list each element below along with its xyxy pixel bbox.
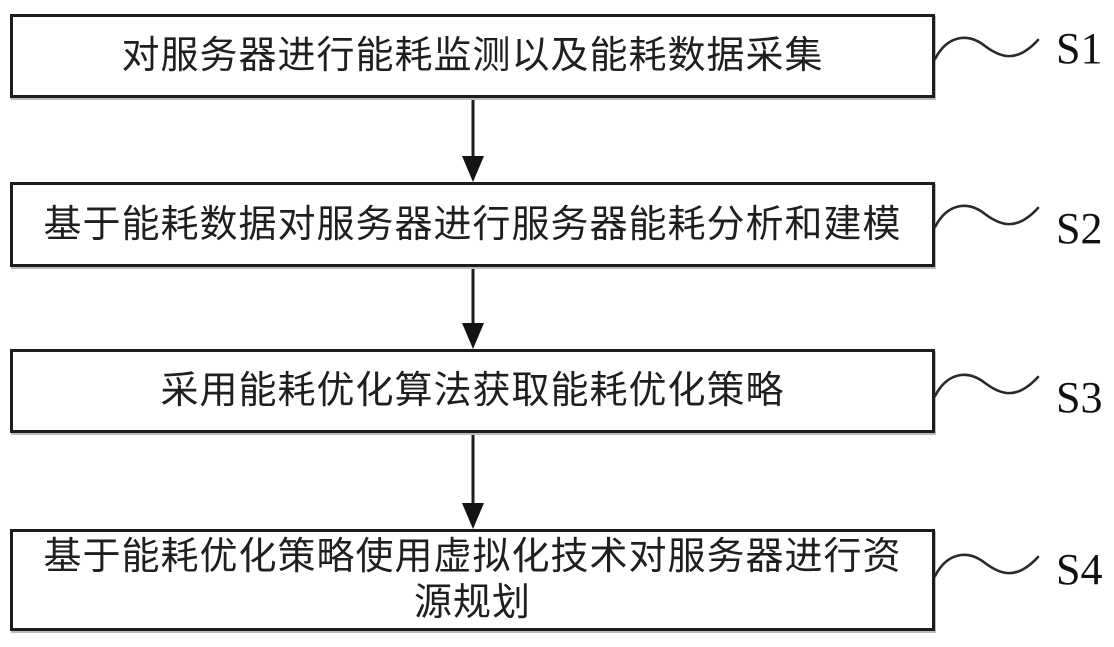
squiggle-connector-s4 — [933, 553, 1040, 578]
step-box-s2: 基于能耗数据对服务器进行服务器能耗分析和建模 — [10, 182, 935, 267]
step-box-s4: 基于能耗优化策略使用虚拟化技术对服务器进行资源规划 — [10, 529, 935, 631]
step-label-s2: 基于能耗数据对服务器进行服务器能耗分析和建模 — [43, 203, 902, 246]
squiggle-connector-s2 — [933, 204, 1040, 229]
squiggle-connector-s3 — [933, 373, 1040, 398]
arrow-shaft — [471, 435, 475, 505]
step-label-s4: 基于能耗优化策略使用虚拟化技术对服务器进行资源规划 — [43, 536, 902, 624]
arrow-head — [462, 156, 484, 182]
step-tag-s4: S4 — [1056, 545, 1103, 594]
step-tag-s3: S3 — [1056, 373, 1103, 422]
step-label-s1: 对服务器进行能耗监测以及能耗数据采集 — [121, 35, 824, 77]
arrow-shaft — [471, 269, 475, 325]
step-box-s3: 采用能耗优化算法获取能耗优化策略 — [10, 349, 935, 433]
arrow-shaft — [471, 100, 475, 158]
step-box-s1: 对服务器进行能耗监测以及能耗数据采集 — [10, 14, 935, 98]
step-tag-s1: S1 — [1056, 24, 1103, 73]
down-arrow-1 — [462, 100, 484, 182]
down-arrow-2 — [462, 269, 484, 349]
step-tag-s2: S2 — [1056, 204, 1103, 253]
step-label-s3: 采用能耗优化算法获取能耗优化策略 — [160, 370, 785, 412]
squiggle-connector-s1 — [933, 36, 1040, 61]
arrow-head — [462, 323, 484, 349]
arrow-head — [462, 503, 484, 529]
down-arrow-3 — [462, 435, 484, 529]
